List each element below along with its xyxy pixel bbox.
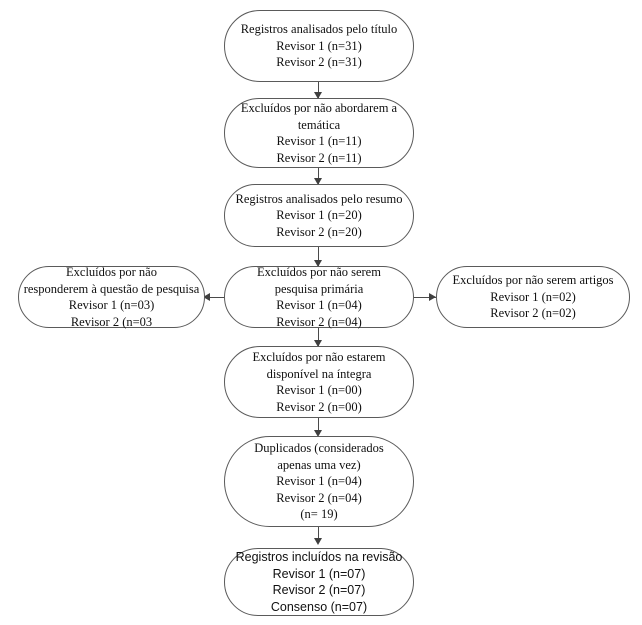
node-line: Revisor 1 (n=02) (490, 289, 576, 304)
arrowhead-questao (203, 293, 210, 301)
node-line: Revisor 1 (n=00) (276, 383, 362, 397)
node-line: (n= 19) (300, 507, 338, 522)
node-line: responderem à questão de pesquisa (23, 281, 200, 296)
node-line: Registros analisados pelo título (240, 22, 398, 37)
node-line: Excluídos por não serem artigos (452, 273, 614, 288)
connector-primaria-artigos (414, 297, 436, 298)
node-line: Revisor 2 (n=04) (276, 490, 362, 505)
node-line: Excluídos por não abordarem a (240, 101, 398, 115)
node-excluidos-integra: Excluídos por não estarem disponível na … (224, 346, 414, 418)
node-excluidos-questao: Excluídos por não responderem à questão … (18, 265, 205, 329)
connector-integra-duplicados (318, 418, 319, 435)
node-registros-titulo: Registros analisados pelo título Revisor… (224, 10, 414, 82)
connector-resumo-primaria (318, 247, 319, 266)
node-excluidos-tematica: Excluídos por não abordarem a temática R… (224, 98, 414, 168)
node-line: Revisor 1 (n=31) (276, 38, 362, 53)
arrowhead-integra (314, 340, 322, 347)
node-line: Revisor 2 (n=02) (490, 306, 576, 321)
node-line: Revisor 2 (n=07) (272, 583, 366, 597)
node-line: Registros incluídos na revisão (235, 550, 403, 564)
connector-primaria-integra (318, 328, 319, 346)
node-line: Revisor 1 (n=04) (276, 298, 362, 312)
node-line: pesquisa primária (274, 281, 364, 296)
node-line: temática (297, 117, 341, 132)
node-registros-incluidos: Registros incluídos na revisão Revisor 1… (224, 548, 414, 616)
node-line: Excluídos por não estarem (252, 350, 386, 364)
node-line: Excluídos por não (66, 265, 157, 279)
node-line: disponível na íntegra (266, 366, 372, 381)
node-line: Duplicados (considerados (254, 441, 384, 456)
node-line: Revisor 1 (n=03) (68, 298, 155, 312)
node-line: Revisor 1 (n=04) (276, 474, 362, 489)
arrowhead-incluidos (314, 538, 322, 545)
arrowhead-artigos (429, 293, 436, 301)
node-line: Registros analisados pelo resumo (235, 191, 403, 206)
node-line: Revisor 1 (n=11) (276, 134, 362, 148)
arrowhead-primaria (314, 260, 322, 267)
connector-tematica-resumo (318, 168, 319, 184)
node-line: Excluídos por não serem (257, 265, 381, 279)
node-line: Revisor 1 (n=07) (272, 566, 366, 581)
node-line: Revisor 2 (n=20) (276, 224, 362, 239)
node-line: Revisor 2 (n=03 (70, 314, 153, 329)
connector-duplicados-incluidos (318, 527, 319, 543)
node-duplicados: Duplicados (considerados apenas uma vez)… (224, 436, 414, 527)
node-excluidos-artigos: Excluídos por não serem artigos Revisor … (436, 266, 630, 328)
arrowhead-duplicados (314, 430, 322, 437)
node-excluidos-pesquisa-primaria: Excluídos por não serem pesquisa primári… (224, 265, 414, 329)
node-line: apenas uma vez) (277, 457, 361, 472)
arrowhead-resumo (314, 178, 322, 185)
arrowhead-tematica (314, 92, 322, 99)
node-line: Revisor 1 (n=20) (276, 208, 362, 223)
node-line: Revisor 2 (n=11) (276, 150, 362, 165)
node-line: Revisor 2 (n=00) (276, 399, 362, 414)
node-line: Revisor 2 (n=04) (276, 314, 362, 329)
node-line: Revisor 2 (n=31) (276, 55, 362, 70)
node-registros-resumo: Registros analisados pelo resumo Revisor… (224, 184, 414, 247)
connector-primaria-questao (205, 297, 227, 298)
node-line: Consenso (n=07) (270, 599, 368, 614)
connector-titulo-tematica (318, 82, 319, 98)
